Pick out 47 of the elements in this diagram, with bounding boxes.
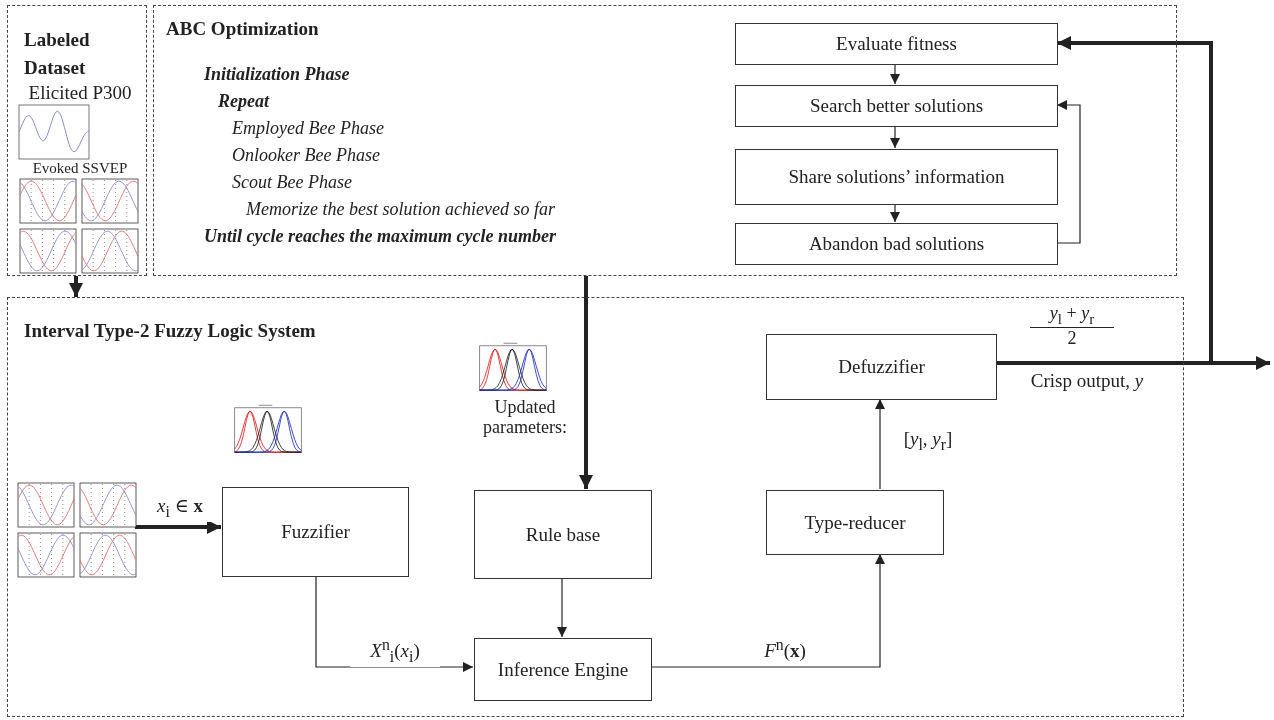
process-box bbox=[735, 85, 1058, 127]
arrow bbox=[1056, 100, 1081, 244]
box-label: Inference Engine bbox=[496, 658, 630, 681]
group-title: Interval Type-2 Fuzzy Logic System bbox=[24, 320, 316, 342]
arrow bbox=[890, 63, 900, 85]
algorithm-step-text: Scout Bee Phase bbox=[232, 172, 352, 193]
arrow bbox=[315, 575, 474, 672]
fraction-denominator: 2 bbox=[1066, 329, 1078, 349]
dashed-group-box bbox=[153, 5, 1177, 276]
dataset-caption: Evoked SSVEP bbox=[32, 159, 128, 178]
process-box bbox=[474, 638, 652, 701]
arrow bbox=[557, 577, 567, 638]
box-label: Evaluate fitness bbox=[835, 33, 958, 55]
process-box bbox=[766, 334, 997, 400]
arrow bbox=[890, 125, 900, 149]
group-title: ABC Optimization bbox=[166, 18, 319, 40]
box-label: Fuzzifier bbox=[280, 521, 351, 543]
parameter-caption: Updated parameters: bbox=[482, 398, 568, 438]
process-box bbox=[222, 487, 409, 577]
group-title: Labeled Dataset bbox=[23, 28, 91, 80]
algorithm-step-text: Employed Bee Phase bbox=[232, 118, 384, 139]
arrow bbox=[135, 520, 221, 534]
arrow bbox=[890, 203, 900, 223]
box-label: Search better solutions bbox=[808, 95, 985, 117]
process-box bbox=[735, 223, 1058, 265]
arrow bbox=[650, 553, 885, 668]
fraction-numerator: y$_{l}$ + y$_{r}$ bbox=[1030, 304, 1114, 329]
algorithm-step-text: Onlooker Bee Phase bbox=[232, 145, 380, 166]
process-box bbox=[766, 490, 944, 555]
dashed-group-box bbox=[7, 5, 147, 276]
process-box bbox=[735, 149, 1058, 205]
algorithm-step-text: Initialization Phase bbox=[204, 64, 350, 85]
dashed-group-box bbox=[7, 297, 1184, 717]
arrow bbox=[875, 398, 885, 490]
box-label: Defuzzifier bbox=[837, 356, 926, 378]
algorithm-step-text: Repeat bbox=[218, 91, 269, 112]
box-label: Share solutions’ information bbox=[787, 166, 1006, 188]
box-label: Rule base bbox=[524, 523, 602, 546]
algorithm-step-text: Until cycle reaches the maximum cycle number bbox=[204, 226, 556, 247]
algorithm-step-text: Memorize the best solution achieved so far bbox=[246, 199, 555, 220]
process-box bbox=[474, 490, 652, 579]
process-box bbox=[735, 23, 1058, 65]
arrow bbox=[579, 276, 593, 489]
arrow bbox=[69, 276, 83, 297]
dataset-caption: Elicited P300 bbox=[28, 82, 132, 104]
box-label: Type-reducer bbox=[803, 511, 907, 534]
box-label: Abandon bad solutions bbox=[807, 233, 986, 255]
